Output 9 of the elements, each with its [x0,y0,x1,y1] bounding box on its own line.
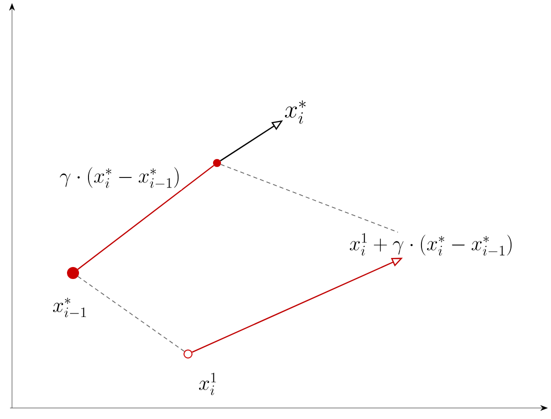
edge-label: $\gamma\cdot(x_{i}^{*}-x_{i-1}^{*})$ [58,166,182,190]
math-label: $x_{i}^{*}$ [284,100,306,124]
point-label: $x_{i-1}^{*}$ [53,298,86,318]
math-label: $x_{i}^{1}+\gamma\cdot(x_{i}^{*}-x_{i-1}^{*})$ [350,233,512,256]
line [77,164,214,270]
dashed-line [220,164,398,233]
point-marker [213,159,221,167]
dashed-line [78,276,185,352]
point-label: $x_{i}^{1}$ [199,372,216,396]
